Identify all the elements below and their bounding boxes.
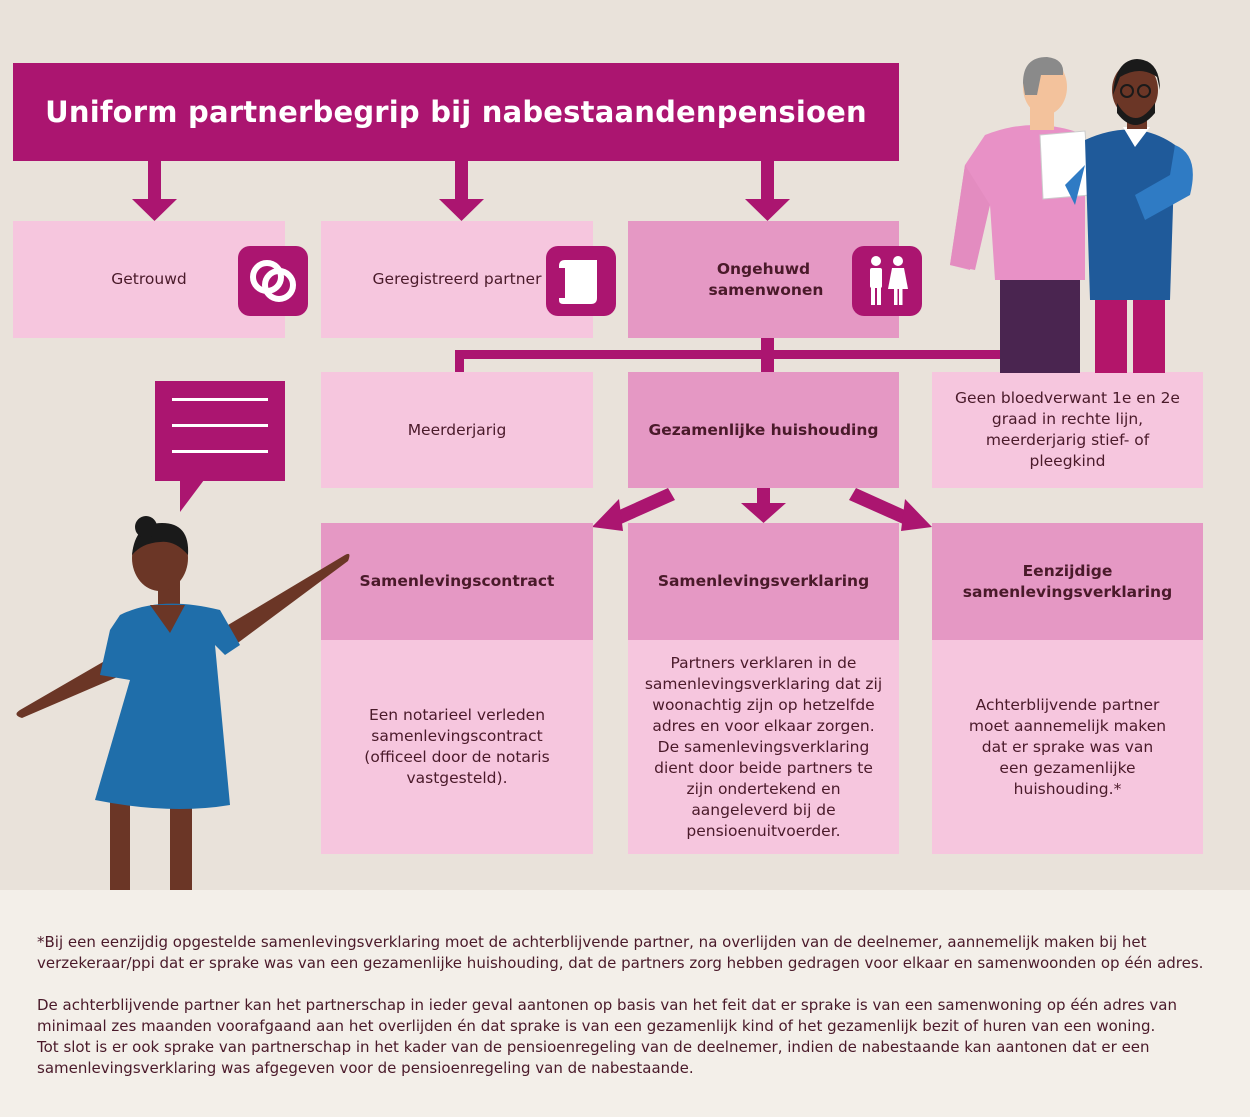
document-icon [546, 246, 616, 316]
woman-illustration [16, 516, 350, 891]
couple-icon [852, 246, 922, 316]
arrow-shaft-3 [761, 161, 774, 201]
level1-label: Getrouwd [111, 270, 187, 288]
arrow-down-mid-shaft [757, 488, 770, 505]
level3-body: Een notarieel verleden samenlevingscontr… [364, 706, 550, 787]
level3-body-samenlevingscontract: Een notarieel verleden samenlevingscontr… [321, 640, 593, 854]
arrow-left-head [592, 499, 623, 531]
level3-body-eenzijdige: Achterblijvende partner moet aannemelijk… [932, 640, 1203, 854]
footer-paragraph-1: De achterblijvende partner kan het partn… [37, 996, 1177, 1035]
arrow-left-shaft [606, 488, 675, 528]
bracket-mid [761, 350, 774, 372]
bracket-left [455, 350, 464, 372]
arrow-head-2 [439, 199, 484, 221]
arrow-head-1 [132, 199, 177, 221]
level2-meerderjarig: Meerderjarig [321, 372, 593, 488]
level1-label: Ongehuwd samenwonen [708, 259, 824, 299]
arrow-right-head [901, 499, 932, 531]
level3-heading-samenlevingsverklaring: Samenlevingsverklaring [628, 523, 899, 640]
level3-heading-samenlevingscontract: Samenlevingscontract [321, 523, 593, 640]
couple-illustration [950, 57, 1193, 373]
level3-heading: Eenzijdige samenlevingsverklaring [962, 561, 1173, 601]
level3-body: Partners verklaren in de samenlevingsver… [644, 653, 883, 840]
arrow-shaft-1 [148, 161, 161, 201]
arrow-down-mid-head [741, 503, 786, 523]
footer-paragraph-2: Tot slot is er ook sprake van partnersch… [37, 1038, 1150, 1077]
level3-body: Achterblijvende partner moet aannemelijk… [968, 695, 1167, 798]
level2-label: Meerderjarig [407, 420, 507, 439]
speech-bubble-icon [155, 381, 285, 481]
level3-heading-eenzijdige: Eenzijdige samenlevingsverklaring [932, 523, 1203, 640]
level3-heading: Samenlevingsverklaring [657, 572, 870, 590]
level2-label: Gezamenlijke huishouding [648, 420, 879, 439]
footer-note: *Bij een eenzijdig opgestelde samenlevin… [37, 933, 1204, 972]
level3-body-samenlevingsverklaring: Partners verklaren in de samenlevingsver… [628, 640, 899, 854]
arrow-right-shaft [849, 488, 918, 528]
bracket-stem [761, 338, 774, 352]
level2-gezamenlijke-huishouding: Gezamenlijke huishouding [628, 372, 899, 488]
rings-icon [238, 246, 308, 316]
level3-heading: Samenlevingscontract [359, 572, 555, 590]
arrow-shaft-2 [455, 161, 468, 201]
footer: *Bij een eenzijdig opgestelde samenlevin… [0, 890, 1250, 1117]
level2-label: Geen bloedverwant 1e en 2e graad in rech… [955, 389, 1180, 470]
diagram-title: Uniform partnerbegrip bij nabestaandenpe… [45, 95, 867, 129]
speech-bubble-tail [180, 480, 204, 512]
level2-geen-bloedverwant: Geen bloedverwant 1e en 2e graad in rech… [932, 372, 1203, 488]
level1-label: Geregistreerd partner [372, 270, 542, 288]
arrow-head-3 [745, 199, 790, 221]
title-bar: Uniform partnerbegrip bij nabestaandenpe… [13, 63, 899, 161]
